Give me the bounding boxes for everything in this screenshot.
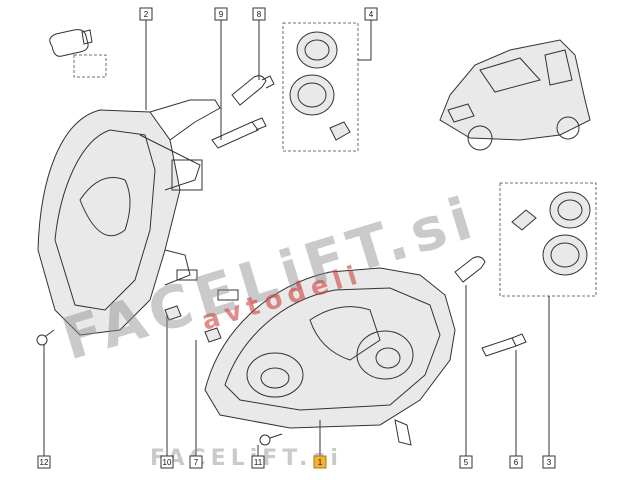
group-box-top — [282, 22, 359, 152]
callout-7[interactable]: 7 — [189, 455, 203, 469]
front-headlamp — [204, 267, 456, 446]
callout-5[interactable]: 5 — [459, 455, 473, 469]
bulb-h4-icon — [231, 75, 275, 106]
callout-label: 5 — [464, 458, 469, 467]
callout-12[interactable]: 12 — [37, 455, 51, 469]
callout-label: 8 — [257, 10, 262, 19]
group-box-right — [499, 182, 597, 297]
callout-2[interactable]: 2 — [139, 7, 153, 21]
callout-8[interactable]: 8 — [252, 7, 266, 21]
callout-4[interactable]: 4 — [364, 7, 378, 21]
callout-label: 7 — [194, 458, 199, 467]
callout-label: 1 — [318, 458, 323, 467]
small-part-7 — [204, 289, 239, 343]
callout-1[interactable]: 1 — [313, 455, 327, 469]
callout-11[interactable]: 11 — [251, 455, 265, 469]
small-part-10 — [164, 269, 198, 321]
screw-12-icon — [36, 329, 55, 346]
callout-label: 12 — [40, 458, 49, 467]
watermark-brand-bottom: FACELiFT.si — [150, 446, 343, 471]
right-cap-group — [511, 191, 591, 276]
callout-label: 11 — [254, 458, 263, 467]
callout-9[interactable]: 9 — [214, 7, 228, 21]
callout-label: 2 — [144, 10, 149, 19]
bulb-icon — [49, 29, 107, 78]
callout-3[interactable]: 3 — [542, 455, 556, 469]
callout-10[interactable]: 10 — [160, 455, 174, 469]
callout-label: 3 — [547, 458, 552, 467]
callout-label: 6 — [514, 458, 519, 467]
leader-lines — [43, 20, 550, 456]
car-icon — [439, 39, 591, 151]
dust-cap-group — [289, 31, 351, 141]
bulb-h7-icon — [211, 117, 267, 149]
callout-label: 9 — [219, 10, 224, 19]
screw-11-icon — [259, 433, 283, 446]
callout-label: 4 — [369, 10, 374, 19]
bulb-5-icon — [454, 256, 486, 283]
callout-label: 10 — [163, 458, 172, 467]
callout-6[interactable]: 6 — [509, 455, 523, 469]
bulb-6-icon — [481, 333, 527, 357]
